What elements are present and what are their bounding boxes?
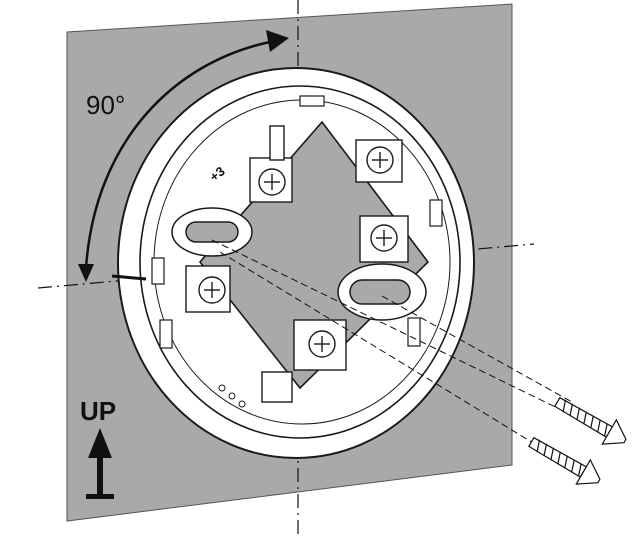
detector-base	[117, 67, 475, 459]
rotation-label: 90°	[86, 90, 125, 120]
terminal-left	[185, 265, 231, 313]
up-label: UP	[80, 396, 116, 426]
screw-lower	[528, 436, 601, 485]
rotation-arrowhead-bottom	[78, 264, 94, 282]
screw-paths	[211, 239, 575, 453]
rotation-arrow	[84, 40, 271, 269]
rim-marker	[111, 274, 147, 281]
screw-upper	[554, 396, 627, 445]
rotation-arrowhead-top	[266, 30, 289, 52]
terminal-top-right	[355, 139, 403, 183]
mounting-slot-left	[171, 207, 253, 257]
terminal-label: +3	[207, 163, 228, 184]
up-arrow	[86, 428, 114, 499]
terminal-top-left	[249, 125, 293, 203]
terminal-bottom	[261, 319, 347, 403]
terminal-right	[359, 215, 409, 263]
mounting-slot-right	[337, 263, 427, 321]
